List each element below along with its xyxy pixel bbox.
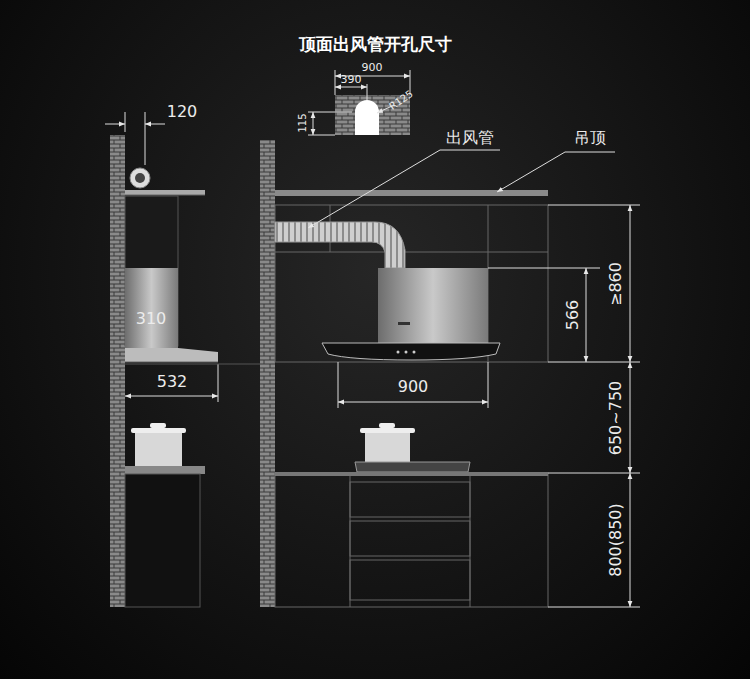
dimension-text: 310	[136, 310, 167, 328]
dimension-text: ≥860	[607, 262, 625, 306]
dimension-text: 900	[398, 378, 429, 396]
front-view	[260, 140, 640, 607]
dimension-text: 800(850)	[607, 503, 625, 577]
callout-label: 吊顶	[574, 129, 606, 147]
dimension-text: 115	[297, 113, 308, 132]
dimension-text: 120	[167, 103, 198, 121]
dimension-text: 650~750	[607, 381, 625, 455]
dimension-text: 532	[157, 373, 188, 391]
callout-label: 出风管	[446, 129, 494, 147]
dimension-text: 900	[362, 62, 383, 74]
dimension-text: 566	[564, 300, 582, 331]
side-view	[105, 112, 260, 607]
dimension-text: 390	[341, 74, 362, 86]
title: 顶面出风管开孔尺寸	[299, 33, 452, 56]
